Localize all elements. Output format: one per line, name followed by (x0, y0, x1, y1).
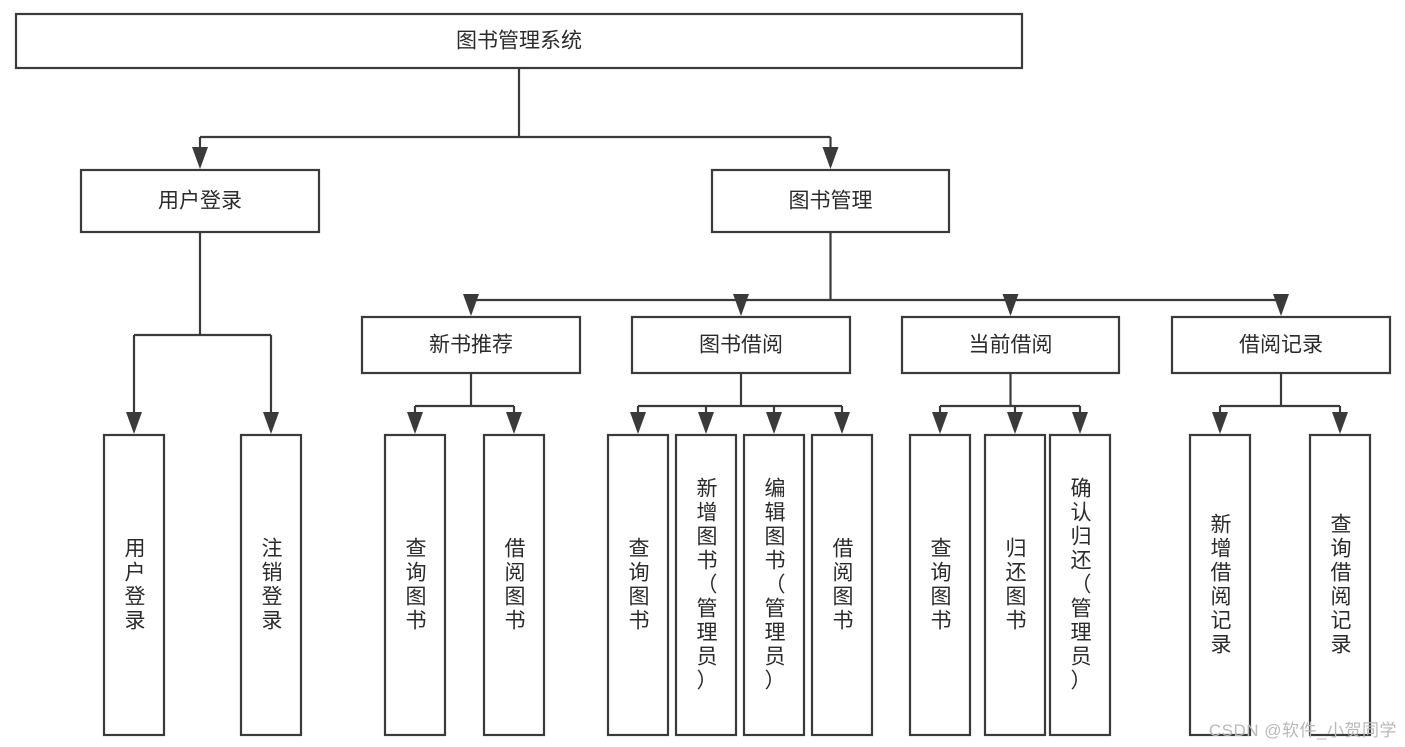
node-box (983, 433, 1047, 737)
node-level2-当前借阅[interactable]: 当前借阅 (900, 315, 1121, 375)
arrow-head-icon (1273, 294, 1289, 316)
node-leaf-借阅图书[interactable]: 借阅图书 (810, 433, 874, 737)
node-label: 图书管理系统 (456, 30, 582, 53)
arrow-head-icon (1002, 294, 1019, 316)
watermark-text: CSDN @软件_小贺同学 (1208, 721, 1397, 740)
node-leaf-确认归还（管理员）[interactable]: 确认归还（管理员） (1048, 433, 1112, 737)
node-level2-图书借阅[interactable]: 图书借阅 (630, 315, 852, 375)
node-leaf-归还图书[interactable]: 归还图书 (983, 433, 1047, 737)
node-label: 归还图书 (1006, 538, 1027, 633)
arrow-head-icon (1212, 412, 1228, 434)
arrow-head-icon (834, 412, 850, 434)
node-box (239, 433, 303, 737)
node-label: 查询图书 (931, 538, 952, 633)
node-leaf-新增借阅记录[interactable]: 新增借阅记录 (1188, 433, 1252, 737)
node-box (810, 433, 874, 737)
node-box (1170, 315, 1392, 375)
node-leaf-新增图书（管理员）[interactable]: 新增图书（管理员） (674, 433, 738, 737)
node-box (742, 433, 806, 737)
node-label: 用户登录 (125, 538, 146, 633)
node-label: 借阅图书 (833, 538, 854, 633)
arrow-head-icon (733, 294, 749, 316)
node-label: 当前借阅 (969, 334, 1053, 357)
arrow-head-icon (126, 412, 142, 434)
node-label: 新书推荐 (429, 334, 513, 357)
arrow-head-icon (463, 294, 479, 316)
node-label: 借阅记录 (1239, 334, 1323, 357)
node-label: 用户登录 (158, 190, 242, 213)
node-label: 注销登录 (262, 538, 283, 633)
arrow-head-icon (766, 412, 782, 434)
node-box (900, 315, 1121, 375)
arrow-head-icon (630, 412, 646, 434)
node-label: 编辑图书（管理员） (765, 478, 786, 693)
node-box (102, 433, 166, 737)
node-label: 新增借阅记录 (1211, 514, 1232, 657)
node-box (482, 433, 546, 737)
arrow-head-icon (1072, 412, 1088, 434)
node-box (14, 12, 1024, 70)
node-root-图书管理系统[interactable]: 图书管理系统 (14, 12, 1024, 70)
node-label: 查询图书 (629, 538, 650, 633)
node-leaf-查询图书[interactable]: 查询图书 (606, 433, 670, 737)
node-box (1308, 433, 1372, 737)
node-level1-图书管理[interactable]: 图书管理 (710, 168, 951, 234)
arrow-head-icon (822, 147, 839, 169)
node-leaf-借阅图书[interactable]: 借阅图书 (482, 433, 546, 737)
node-box (908, 433, 972, 737)
node-label: 查询借阅记录 (1331, 514, 1352, 657)
node-level2-借阅记录[interactable]: 借阅记录 (1170, 315, 1392, 375)
node-leaf-查询图书[interactable]: 查询图书 (908, 433, 972, 737)
arrow-head-icon (192, 147, 208, 169)
node-leaf-查询图书[interactable]: 查询图书 (383, 433, 447, 737)
node-box (360, 315, 582, 375)
node-box (1188, 433, 1252, 737)
node-leaf-用户登录[interactable]: 用户登录 (102, 433, 166, 737)
node-label: 借阅图书 (505, 538, 526, 633)
node-box (79, 168, 321, 234)
arrow-head-icon (1332, 412, 1348, 434)
node-box (1048, 433, 1112, 737)
node-level2-新书推荐[interactable]: 新书推荐 (360, 315, 582, 375)
node-level1-用户登录[interactable]: 用户登录 (79, 168, 321, 234)
node-label: 新增图书（管理员） (697, 478, 718, 693)
node-label: 查询图书 (406, 538, 427, 633)
node-box (630, 315, 852, 375)
node-label: 图书借阅 (699, 334, 783, 357)
node-box (383, 433, 447, 737)
node-label: 图书管理 (789, 190, 873, 213)
node-leaf-编辑图书（管理员）[interactable]: 编辑图书（管理员） (742, 433, 806, 737)
node-box (606, 433, 670, 737)
node-leaf-查询借阅记录[interactable]: 查询借阅记录 (1308, 433, 1372, 737)
node-layer: 图书管理系统用户登录图书管理新书推荐图书借阅当前借阅借阅记录用户登录注销登录查询… (14, 12, 1392, 737)
arrow-head-icon (698, 412, 714, 434)
arrow-head-icon (1007, 412, 1023, 434)
arrow-head-icon (932, 412, 948, 434)
connector-layer (126, 68, 1348, 434)
arrow-head-icon (506, 412, 522, 434)
arrow-head-icon (263, 412, 279, 434)
node-box (674, 433, 738, 737)
node-box (710, 168, 951, 234)
node-label: 确认归还（管理员） (1071, 478, 1092, 693)
node-leaf-注销登录[interactable]: 注销登录 (239, 433, 303, 737)
arrow-head-icon (407, 412, 423, 434)
